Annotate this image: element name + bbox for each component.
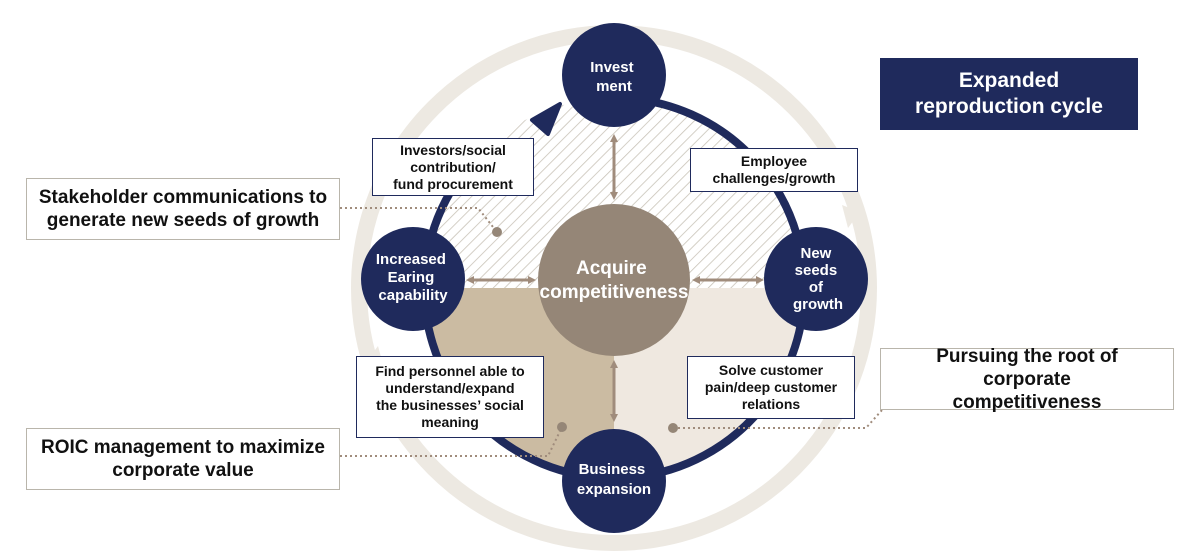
center-label: Acquire competitiveness — [540, 258, 689, 303]
svg-text:New seeds of: New seeds of growth — [793, 245, 843, 313]
svg-text:Business expansion: Business expansion — [577, 461, 651, 498]
callout-roic: ROIC management to maximize corporate va… — [26, 428, 340, 490]
node-earning-capability: Increased Earing capability — [361, 227, 465, 331]
leader-dot-roic — [557, 422, 567, 432]
leader-stakeholder — [340, 207, 498, 233]
leader-dot-root — [668, 423, 678, 433]
label-investors: Investors/social contribution/ fund proc… — [372, 138, 534, 196]
callout-root: Pursuing the root of corporate competiti… — [880, 346, 1174, 413]
svg-text:Increased Earing c: Increased Earing capability — [376, 251, 450, 304]
callout-stakeholder: Stakeholder communications to generate n… — [26, 178, 340, 240]
label-personnel: Find personnel able to understand/expand… — [356, 356, 544, 438]
outer-ring-arrow-right — [842, 205, 860, 228]
leader-dot-stakeholder — [492, 227, 502, 237]
node-business-expansion: Business expansion — [562, 429, 666, 533]
label-employee: Employee challenges/growth — [690, 148, 858, 192]
diagram-title: Expanded reproduction cycle — [880, 58, 1138, 130]
label-customer: Solve customer pain/deep customer relati… — [687, 356, 855, 419]
node-invest: Invest ment — [562, 23, 666, 127]
svg-text:Invest ment: Invest ment — [590, 59, 638, 95]
center-circle — [538, 204, 690, 356]
node-new-seeds: New seeds of growth — [764, 227, 868, 331]
navy-cycle-arrowhead — [530, 102, 562, 136]
